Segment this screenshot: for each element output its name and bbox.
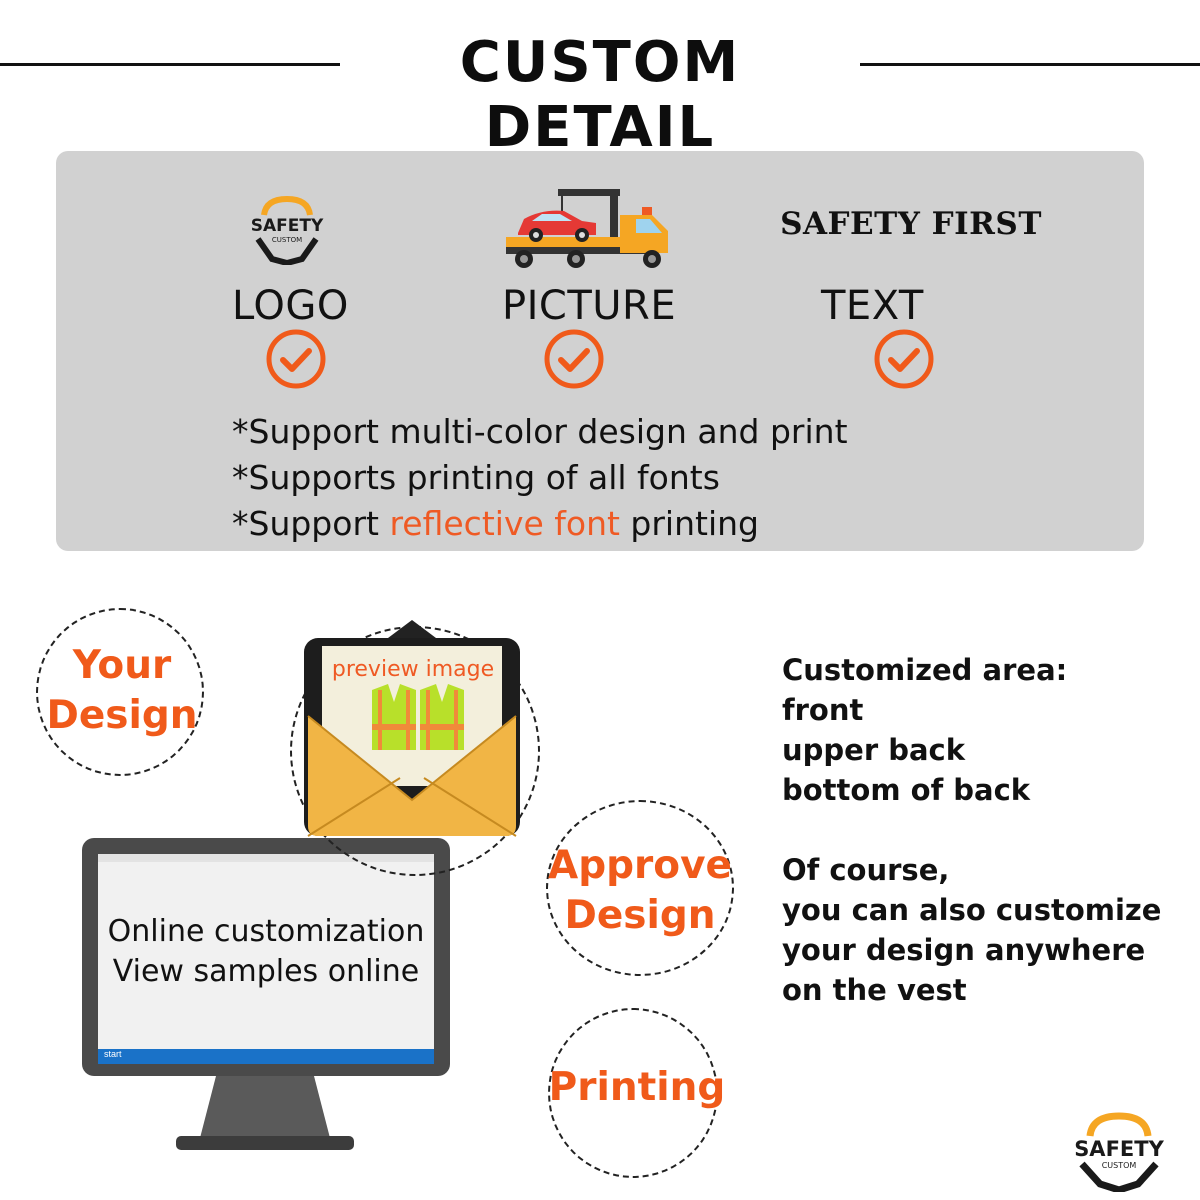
feature-item: *Supports printing of all fonts <box>232 458 720 497</box>
feature-list: *Support multi-color design and print *S… <box>232 409 848 547</box>
feature-item: *Support multi-color design and print <box>232 412 848 451</box>
option-label-text: TEXT <box>821 283 924 329</box>
title-rule-right <box>860 63 1200 66</box>
check-circle-icon <box>266 329 326 389</box>
info-line: front <box>782 693 864 727</box>
svg-text:SAFETY: SAFETY <box>251 216 324 236</box>
step-approve-design-label: Approve Design <box>548 843 732 938</box>
reflective-font-highlight: reflective font <box>389 504 620 543</box>
step-your-design-label: Your Design <box>46 643 198 738</box>
option-label-picture: PICTURE <box>502 283 677 329</box>
step-approve-design-circle <box>546 800 734 976</box>
info-line: Of course, <box>782 853 950 887</box>
sample-text-safety-first: SAFETY FIRST <box>780 206 1042 242</box>
check-circle-icon <box>874 329 934 389</box>
svg-text:SAFETY: SAFETY <box>1074 1137 1164 1161</box>
preview-image-label: preview image <box>331 657 495 682</box>
info-line: upper back <box>782 733 966 767</box>
info-line: Customized area: <box>782 653 1068 687</box>
monitor-screen-text: Online customization View samples online <box>107 914 425 989</box>
safety-logo-icon: SAFETY CUSTOM <box>251 195 324 265</box>
info-line: on the vest <box>782 973 967 1007</box>
page-title: CUSTOM DETAIL <box>459 30 741 160</box>
step-your-design-circle <box>36 608 204 776</box>
safety-logo-badge-icon: SAFETY CUSTOM <box>1074 1112 1165 1192</box>
info-line: your design anywhere <box>782 933 1146 967</box>
info-line: you can also customize <box>782 893 1162 927</box>
customization-info: Customized area: front upper back bottom… <box>782 650 1161 1010</box>
step-printing-label: Printing <box>548 1065 726 1110</box>
svg-text:CUSTOM: CUSTOM <box>1102 1161 1137 1170</box>
info-line: bottom of back <box>782 773 1031 807</box>
start-button-label: start <box>104 1049 122 1059</box>
step-printing-circle <box>548 1008 718 1178</box>
check-circle-icon <box>544 329 604 389</box>
tow-truck-picture <box>506 189 668 268</box>
feature-item: *Support reflective font printing <box>232 504 759 543</box>
custom-options-panel: SAFETY CUSTOM LOGO PICTURE SAFETY FIRST <box>56 151 1144 551</box>
svg-text:CUSTOM: CUSTOM <box>272 236 302 244</box>
option-label-logo: LOGO <box>232 283 349 329</box>
title-rule-left <box>0 63 340 66</box>
computer-monitor <box>82 838 450 1150</box>
envelope-preview-icon <box>304 620 520 837</box>
